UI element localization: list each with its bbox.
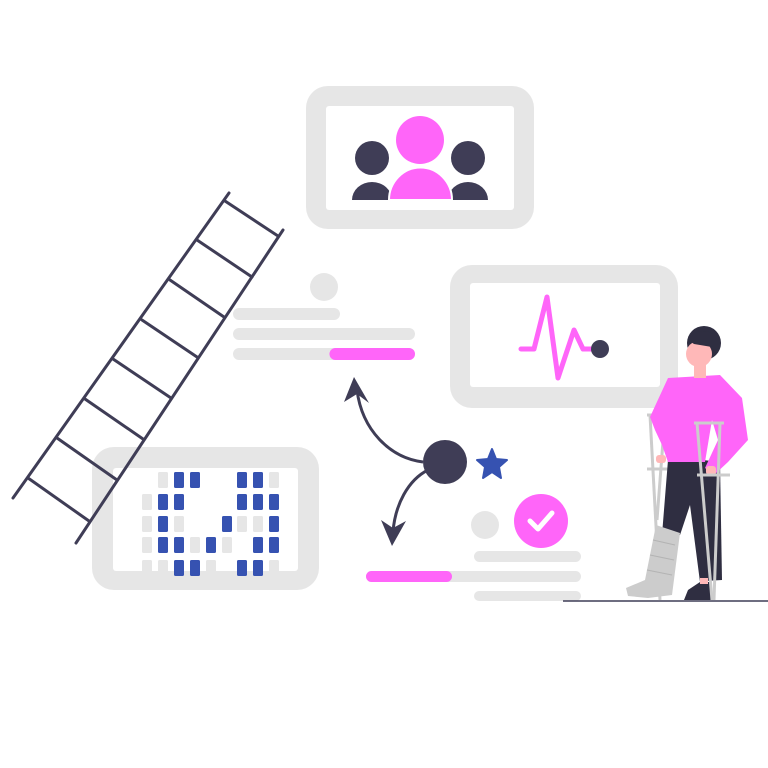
grid-cell-empty [253,516,263,532]
grid-cell-empty [142,516,152,532]
grid-cell-empty [158,472,168,488]
grid-cell-filled [253,494,263,510]
grid-cell-empty [158,560,168,576]
ladder-icon [11,191,285,545]
grid-cell-empty [142,494,152,510]
grid-cell-empty [206,560,216,576]
grid-cell-empty [269,472,279,488]
grid-cell-filled [174,472,184,488]
avatar-placeholder [471,511,499,539]
team-card [306,86,534,229]
grid-cell-filled [237,494,247,510]
grid-cell-filled [174,537,184,553]
leg-cast [626,525,680,598]
grid-cell-empty [142,560,152,576]
grid-cell-filled [206,537,216,553]
grid-cell-filled [237,472,247,488]
arrow-up-icon [344,377,369,403]
heartbeat-icon [518,294,609,381]
grid-cell-empty [269,560,279,576]
grid-cell-filled [158,537,168,553]
grid-cell-empty [237,516,247,532]
upper-progress-fill [329,348,415,360]
grid-cell-filled [222,516,232,532]
avatar-placeholder [310,273,338,301]
star-icon [476,448,508,479]
grid-cell-filled [269,516,279,532]
grid-cell-empty [222,537,232,553]
calendar-grid-card [92,447,319,590]
grid-cell-empty [142,537,152,553]
calendar-grid-icon [142,472,279,576]
heartbeat-card [450,265,678,408]
grid-cell-empty [174,516,184,532]
grid-cell-filled [158,494,168,510]
crutch-right [694,421,730,601]
lower-progress-fill [366,571,452,582]
grid-cell-filled [174,560,184,576]
check-circle-icon [514,494,568,548]
flow-node [344,377,508,546]
grid-cell-filled [253,472,263,488]
grid-cell-filled [190,472,200,488]
person-with-crutches [626,326,748,601]
grid-cell-filled [269,537,279,553]
users-group-icon [352,116,488,201]
grid-cell-filled [158,516,168,532]
arrow-down-icon [381,520,406,546]
grid-cell-filled [237,560,247,576]
grid-cell-filled [253,560,263,576]
grid-cell-filled [174,494,184,510]
lower-task-item [366,494,581,601]
grid-cell-filled [190,560,200,576]
upper-task-item [233,273,415,360]
grid-cell-filled [269,494,279,510]
grid-cell-filled [253,537,263,553]
grid-cell-empty [190,537,200,553]
